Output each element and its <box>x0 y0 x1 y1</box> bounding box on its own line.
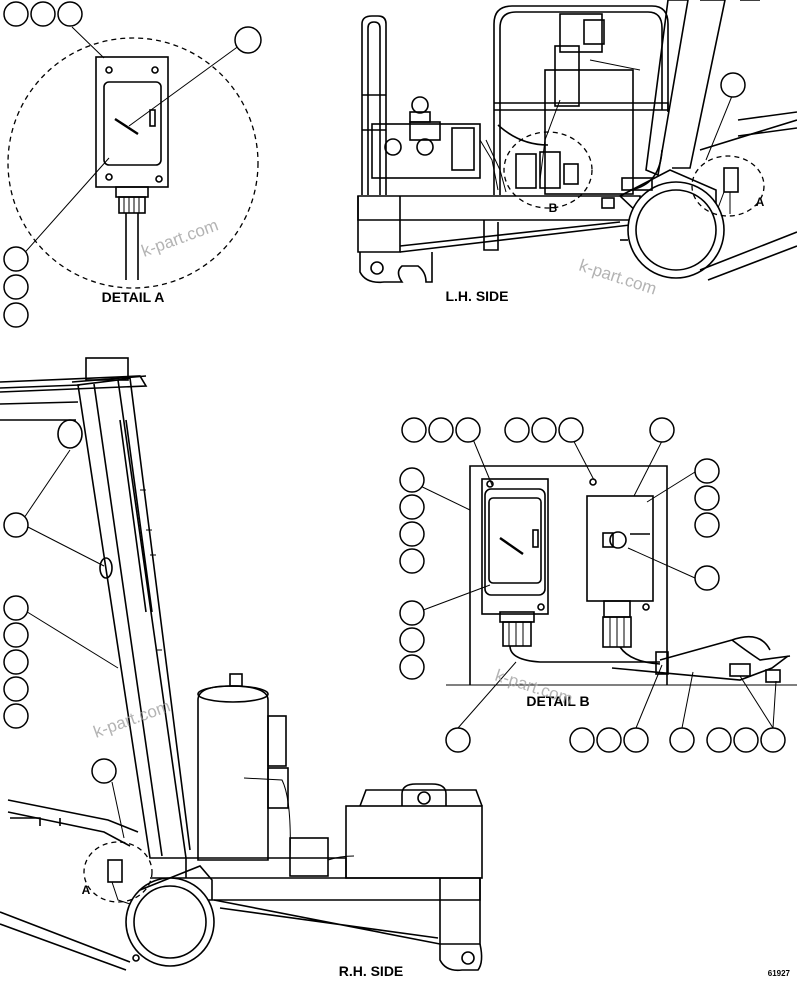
lh-frame-end <box>357 196 401 253</box>
detail-a-toggle-lever <box>114 117 139 136</box>
lh-cage-frame <box>493 5 669 195</box>
lh-control-box <box>371 123 481 179</box>
rh-mast <box>77 379 187 859</box>
detail-a-caption: DETAIL A <box>102 289 165 305</box>
lh-hydraulic-tank <box>544 69 634 195</box>
rh-view-letter-a: A <box>82 883 91 897</box>
rh-pulley <box>57 419 83 449</box>
detail-a-connector-body <box>118 196 146 214</box>
rh-lifting-eye <box>401 783 447 806</box>
rh-detail-a-callout <box>83 841 153 903</box>
rh-mast-top <box>85 357 129 381</box>
figure-number: 61927 <box>768 969 791 978</box>
detail-b-switch-face <box>488 497 542 584</box>
lh-detail-b-callout <box>503 131 593 209</box>
lh-lifting-eye <box>411 96 429 114</box>
lh-side-view: B A L.H. SIDE <box>357 0 797 304</box>
detail-a-connector-nut <box>115 186 149 198</box>
lh-detail-a-callout <box>691 155 765 217</box>
lh-tow-hook <box>359 252 433 284</box>
rh-tow-hook <box>439 943 483 972</box>
detail-a-switch-face <box>103 81 162 166</box>
rh-side-view: A R.H. SIDE <box>0 357 483 979</box>
detail-b-toggle-lever <box>499 537 524 555</box>
lh-mast <box>645 0 689 177</box>
lh-view-letter-b: B <box>549 201 558 215</box>
watermark: k-part.com <box>139 215 221 260</box>
detail-a-switch-plate <box>95 56 169 188</box>
detail-b-mount-panel <box>469 465 668 685</box>
detail-a-screw <box>151 66 159 74</box>
rh-battery-box <box>345 805 483 879</box>
detail-b-clamp <box>655 651 669 675</box>
lh-side-caption: L.H. SIDE <box>445 288 508 304</box>
lh-outrigger <box>699 231 797 281</box>
detail-a-view: DETAIL A <box>3 1 262 328</box>
rh-boom-arm <box>0 384 81 421</box>
rh-side-caption: R.H. SIDE <box>339 963 404 979</box>
detail-a-indicator <box>149 109 156 127</box>
detail-a-screw <box>155 175 163 183</box>
lh-handrail <box>361 15 387 195</box>
detail-b-hose <box>509 645 660 663</box>
detail-b-caption: DETAIL B <box>526 693 589 709</box>
detail-a-screw <box>105 66 113 74</box>
detail-a-screw <box>105 173 113 181</box>
lh-wheel <box>627 181 725 279</box>
rh-outrigger <box>0 911 131 971</box>
detail-a-dashed-circle <box>7 37 259 289</box>
detail-b-view: DETAIL B <box>399 417 797 753</box>
rh-motor <box>197 685 269 861</box>
lh-view-letter-a: A <box>756 195 765 209</box>
rh-wheel <box>125 877 215 967</box>
